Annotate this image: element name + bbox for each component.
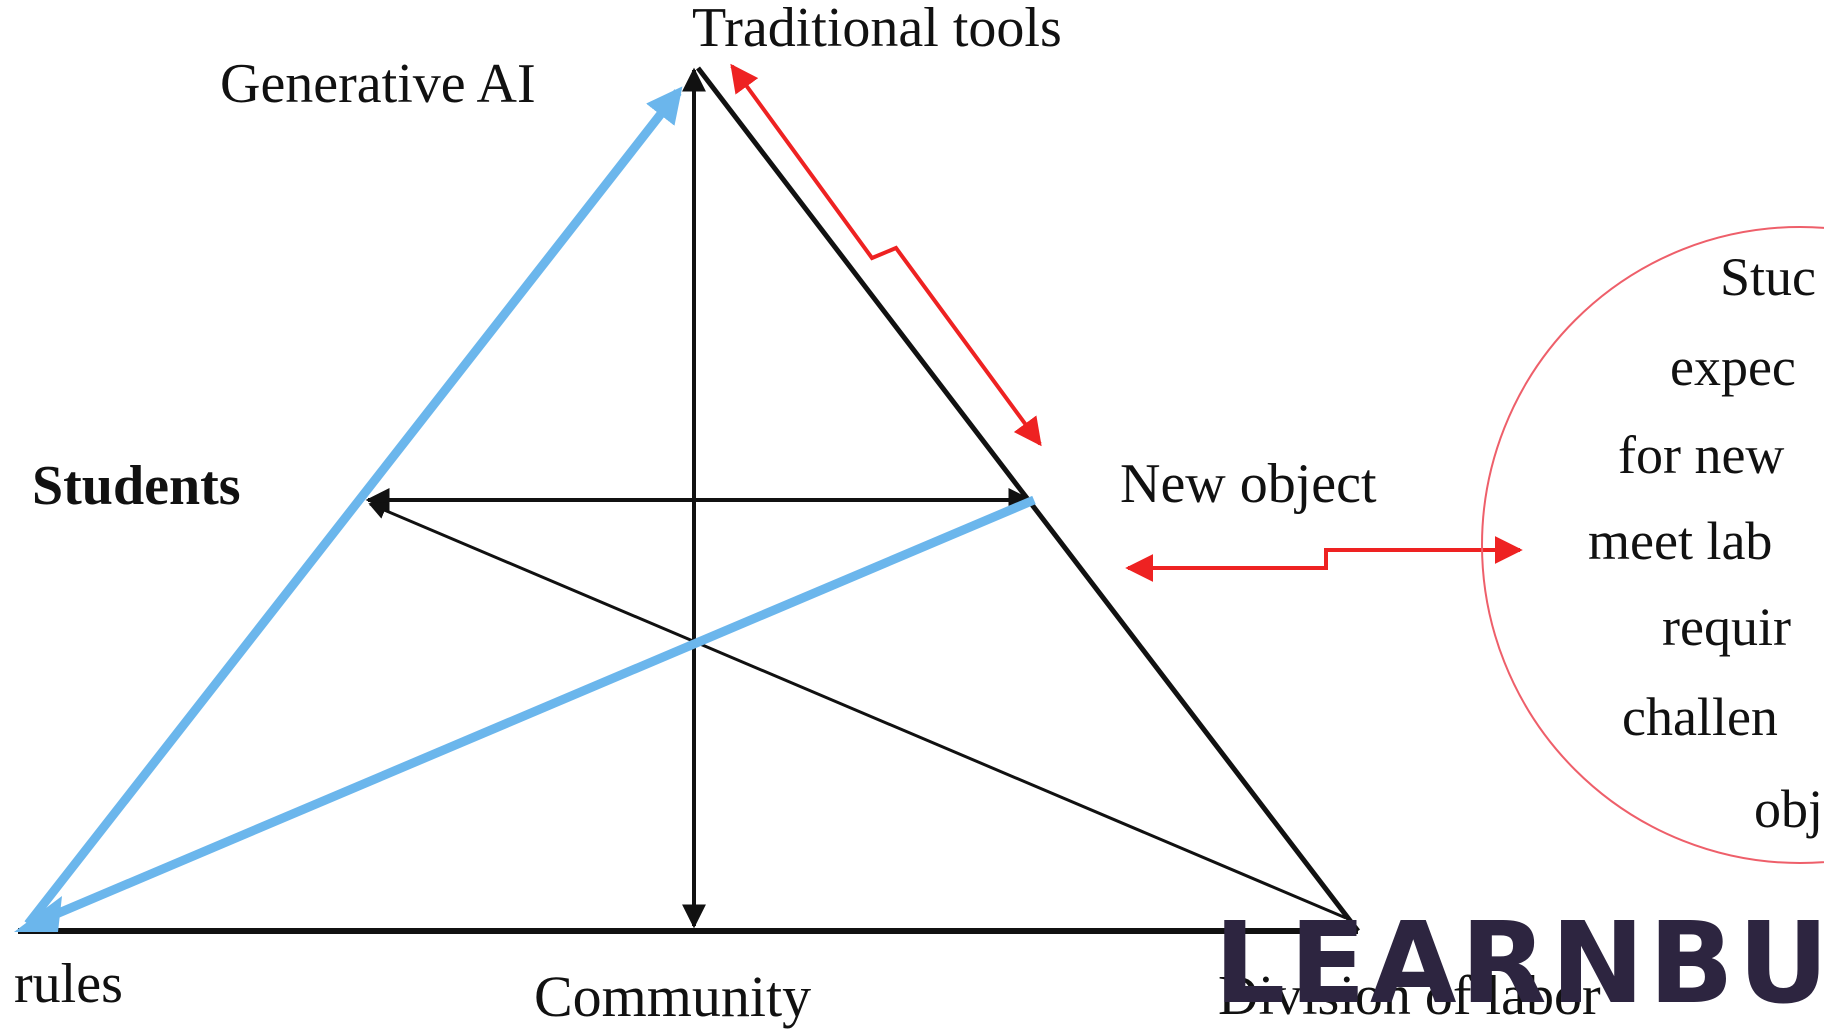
blue-left-edge-arrow (24, 86, 683, 927)
generative-ai-label: Generative AI (220, 53, 536, 115)
circle-text-line-1: Stuc (1720, 247, 1817, 307)
circle-text-line-6: challen (1622, 687, 1778, 747)
circle-text-line-3: for new (1618, 425, 1785, 485)
expectation-circle (1481, 226, 1824, 864)
blue-corner-arrowhead (14, 896, 62, 932)
students-label: Students (32, 455, 241, 517)
blue-cross-line (26, 495, 1036, 931)
learnbu-logo: LEARNBU (1214, 899, 1824, 1029)
circle-text-line-4: meet lab (1588, 511, 1773, 571)
division-of-labor-label: Division of labor (1218, 965, 1601, 1027)
diagonal-arrow (368, 502, 1347, 920)
circle-text-line-5: requir (1662, 597, 1791, 657)
community-label: Community (534, 964, 812, 1029)
circle-text-line-7: obj (1754, 779, 1824, 839)
red-zigzag-arrow (730, 63, 1042, 447)
rules-label: rules (14, 953, 123, 1015)
new-object-label: New object (1120, 453, 1377, 515)
circle-text-line-2: expec (1670, 337, 1796, 397)
red-step-arrow (1125, 536, 1523, 582)
traditional-tools-label: Traditional tools (692, 0, 1062, 59)
